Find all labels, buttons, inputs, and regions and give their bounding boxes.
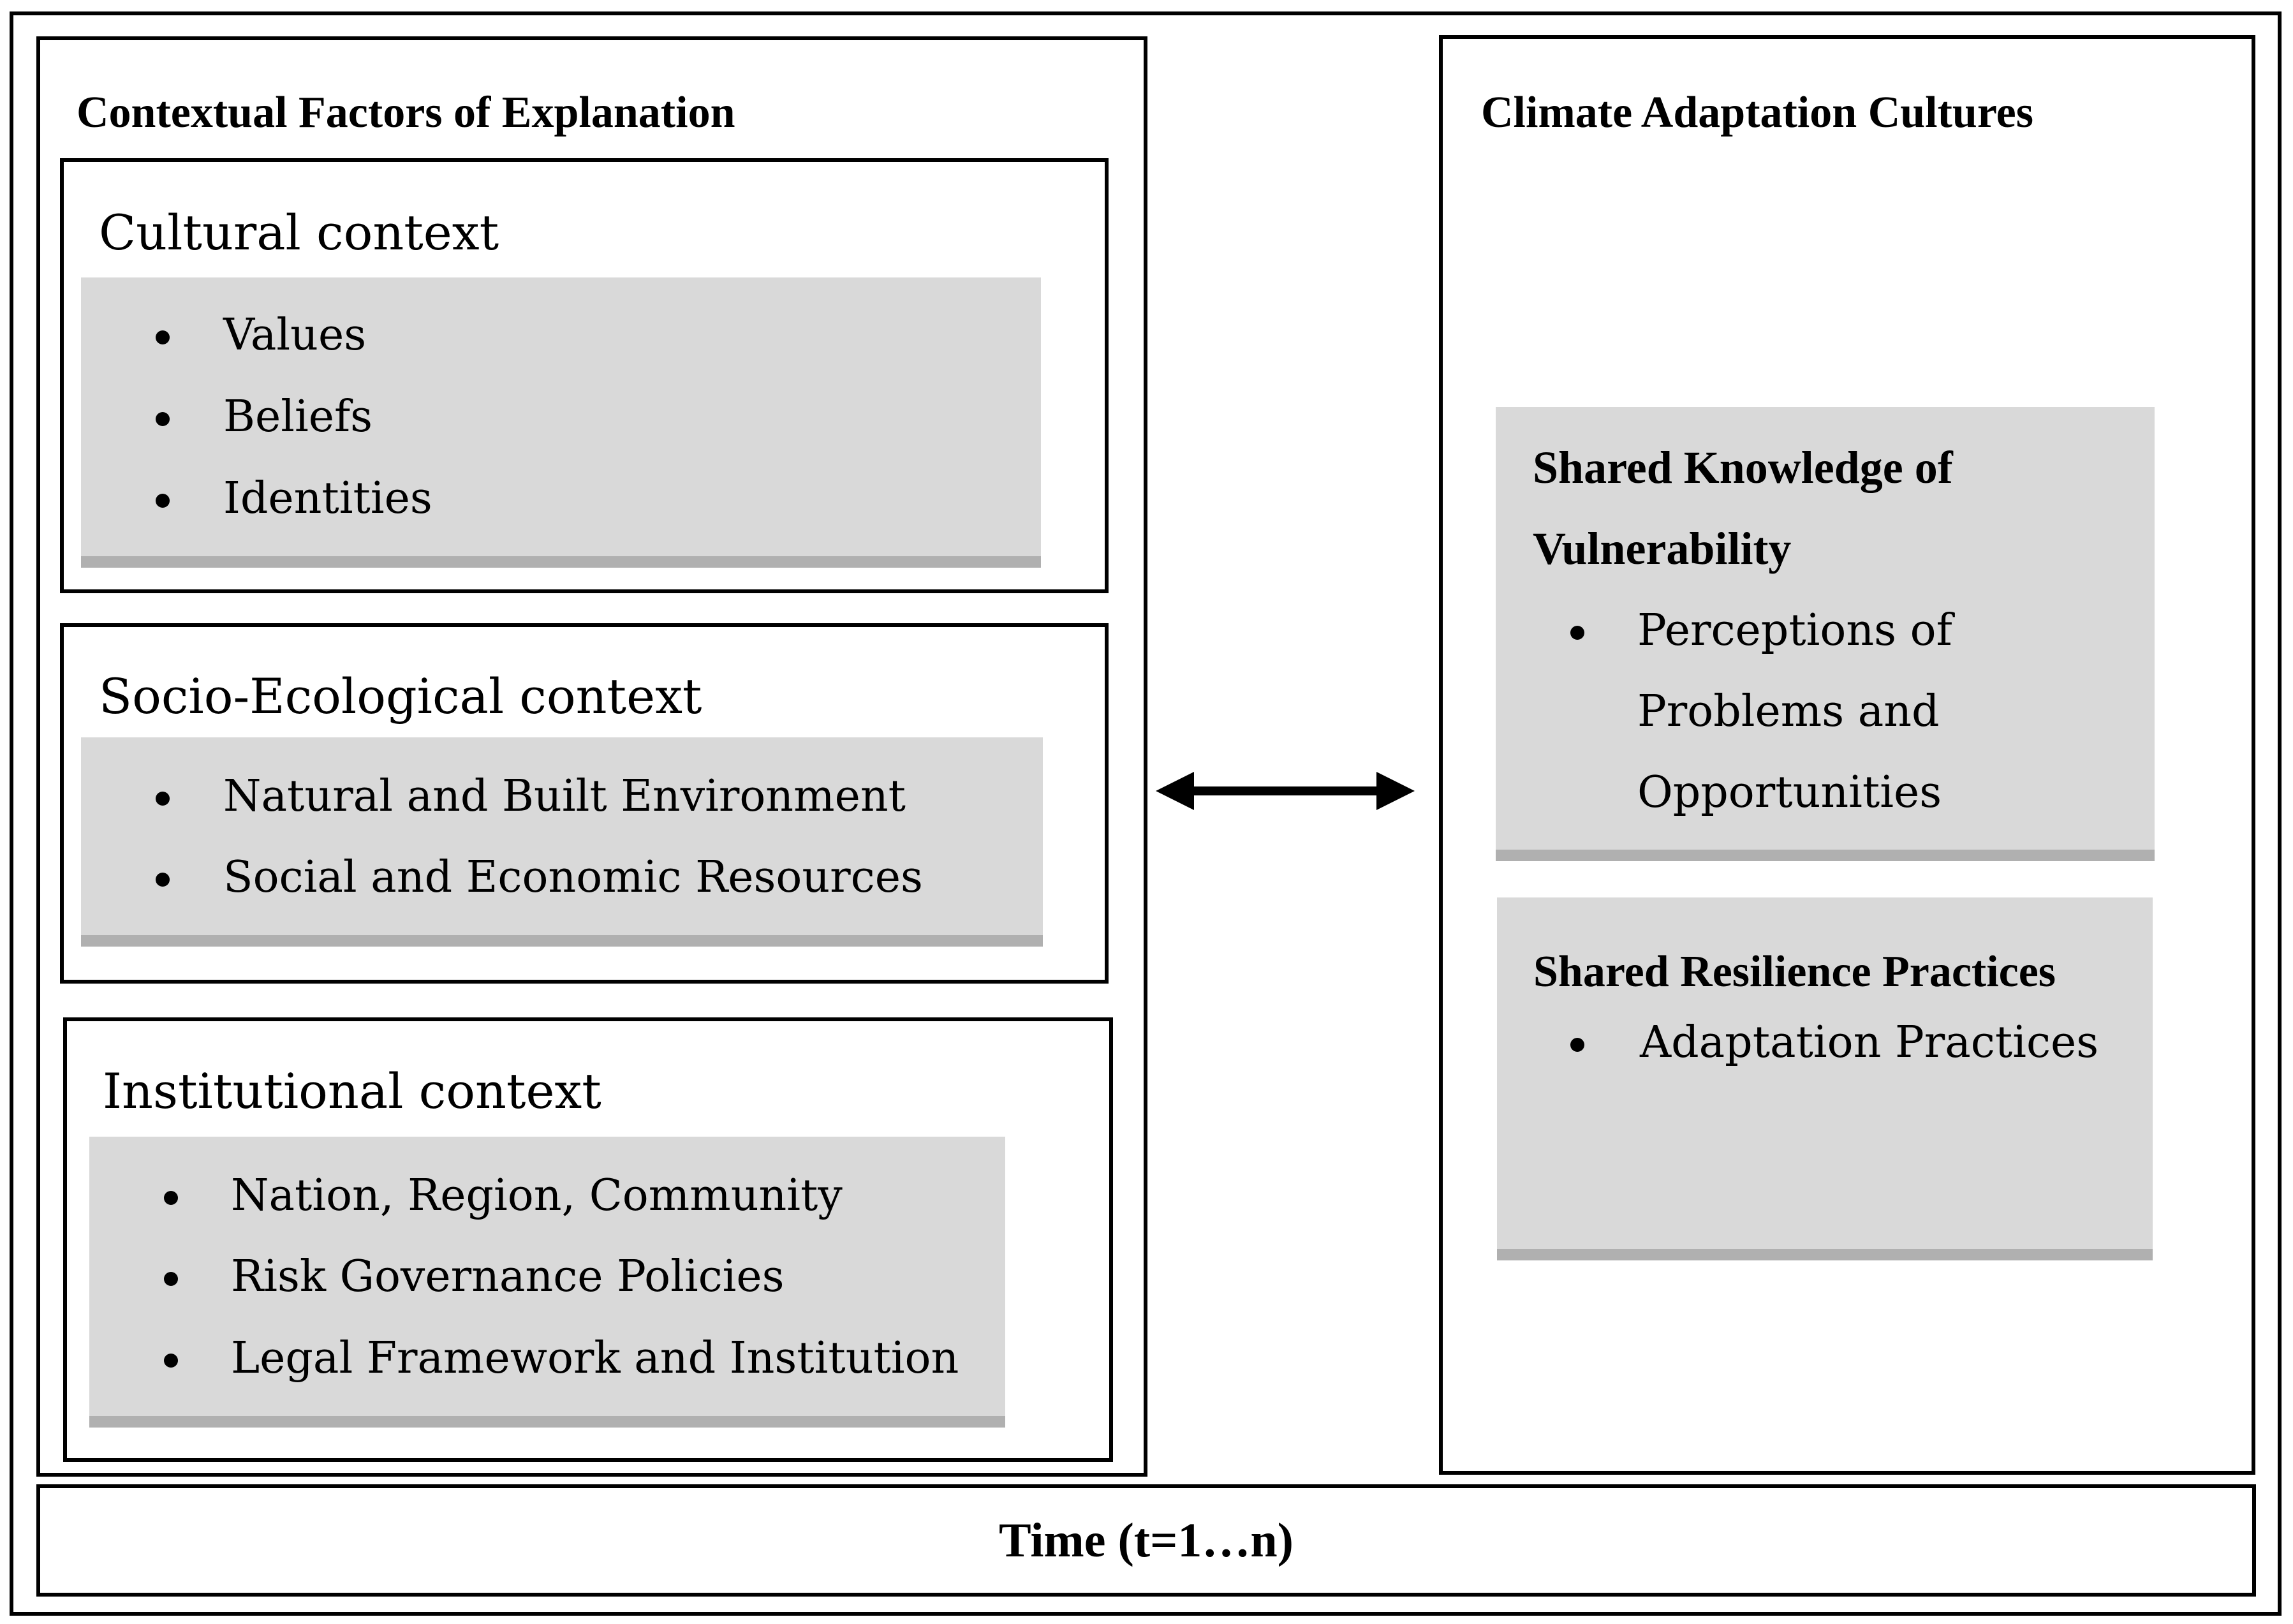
institutional-context-list xyxy=(89,1137,1005,1428)
contextual-factors-title: Contextual Factors of Explanation xyxy=(77,88,735,137)
socio-ecological-context-title: Socio-Ecological context xyxy=(99,668,702,725)
bullet-icon xyxy=(156,792,170,806)
contextual-factors-panel xyxy=(36,36,1147,1477)
bullet-icon xyxy=(156,412,170,426)
institutional-context-title: Institutional context xyxy=(103,1063,601,1119)
bullet-icon xyxy=(164,1272,178,1286)
bullet-icon xyxy=(1570,1038,1584,1052)
time-bar: Time (t=1…n) xyxy=(36,1484,2256,1597)
shared-resilience-title: Shared Resilience Practices xyxy=(1533,947,2056,996)
socio-ecological-context-list xyxy=(81,737,1043,947)
list-item: Legal Framework and Institution xyxy=(231,1333,959,1384)
double-headed-arrow-icon xyxy=(1156,772,1415,810)
outer-frame xyxy=(10,11,2282,1616)
list-item: Beliefs xyxy=(223,392,373,442)
list-item: Natural and Built Environment xyxy=(223,771,906,822)
institutional-context-box xyxy=(63,1017,1113,1462)
shared-knowledge-box xyxy=(1496,407,2155,861)
socio-ecological-context-box xyxy=(60,623,1109,984)
list-item: Risk Governance Policies xyxy=(231,1251,785,1302)
list-item: Adaptation Practices xyxy=(1640,1017,2099,1068)
bullet-icon xyxy=(164,1354,178,1368)
shared-knowledge-title-line2: Vulnerability xyxy=(1533,523,1792,574)
list-item-line: Problems and xyxy=(1637,686,1940,737)
bullet-icon xyxy=(164,1191,178,1205)
list-item-line: Perceptions of xyxy=(1637,605,1952,656)
climate-adaptation-cultures-title: Climate Adaptation Cultures xyxy=(1481,88,2033,137)
list-item: Values xyxy=(223,310,367,360)
shared-knowledge-title-line1: Shared Knowledge of xyxy=(1533,442,1953,493)
list-item: Nation, Region, Community xyxy=(231,1170,843,1221)
shared-resilience-box xyxy=(1497,897,2153,1260)
bullet-icon xyxy=(156,873,170,887)
cultural-context-list xyxy=(81,277,1041,568)
list-item: Identities xyxy=(223,473,432,524)
bullet-icon xyxy=(1570,626,1584,640)
list-item-line: Opportunities xyxy=(1637,767,1942,818)
list-item: Social and Economic Resources xyxy=(223,852,923,903)
cultural-context-title: Cultural context xyxy=(99,204,499,261)
bullet-icon xyxy=(156,330,170,344)
bullet-icon xyxy=(156,494,170,508)
time-label: Time (t=1…n) xyxy=(999,1514,1294,1567)
climate-adaptation-cultures-panel xyxy=(1439,35,2255,1475)
cultural-context-box xyxy=(60,158,1109,593)
